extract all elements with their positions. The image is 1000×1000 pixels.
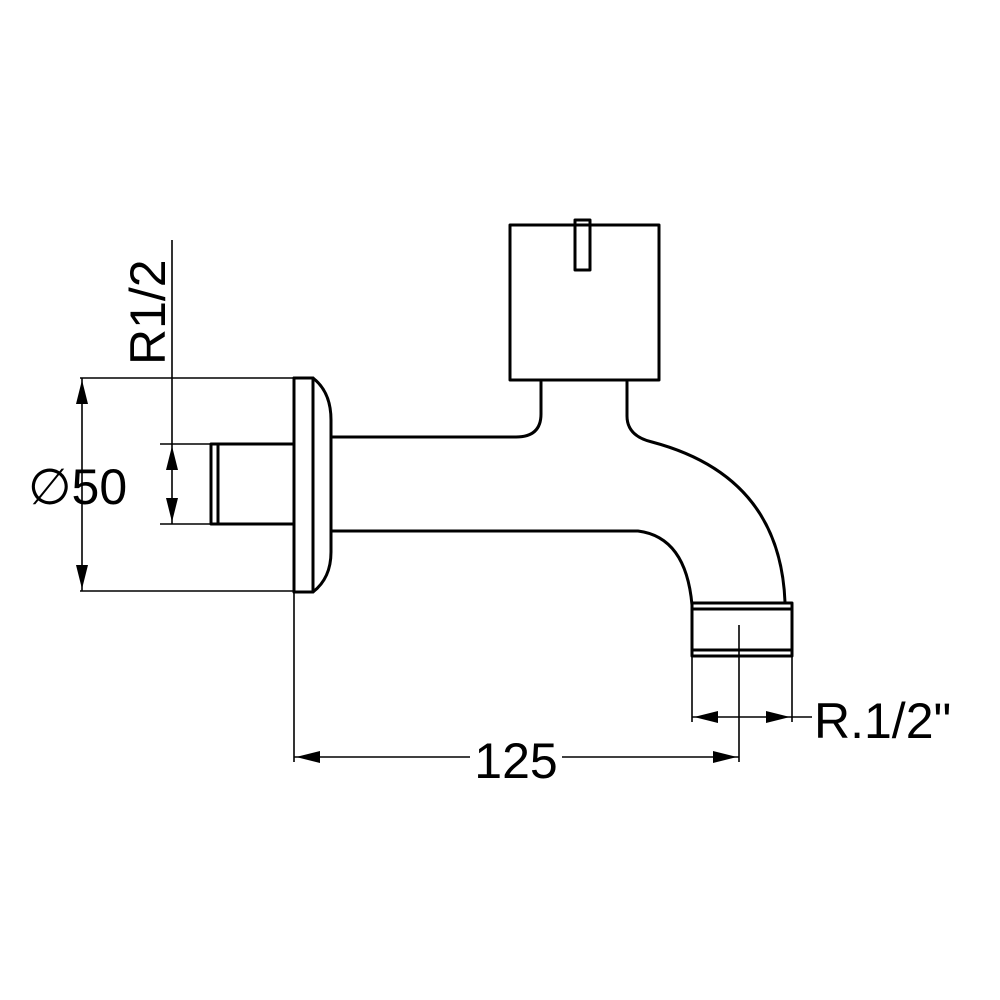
wall-rosette xyxy=(292,376,333,594)
rosette-diameter-label: ∅50 xyxy=(28,459,127,515)
inlet-thread-label: R1/2 xyxy=(120,259,176,365)
projection-label: 125 xyxy=(474,733,557,789)
inlet-thread xyxy=(209,442,296,526)
outlet-thread-dimension xyxy=(691,656,812,723)
inlet-thread-dimension xyxy=(160,443,211,525)
outlet-thread-label: R.1/2" xyxy=(814,693,951,749)
projection-dimension xyxy=(293,592,740,763)
valve-handle xyxy=(508,218,661,382)
rosette-diameter-dimension xyxy=(76,377,294,592)
outlet-thread xyxy=(690,601,794,658)
spout-body xyxy=(329,380,787,607)
